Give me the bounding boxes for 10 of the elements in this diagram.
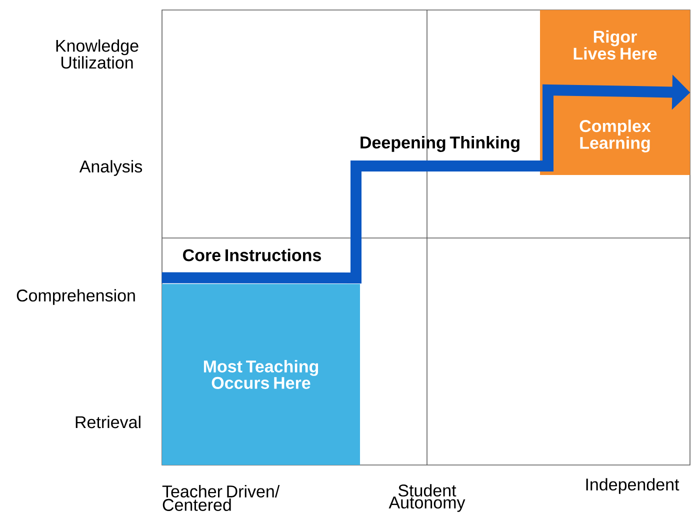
step-label: Core Instructions [183, 248, 321, 262]
axis-label: Student Autonomy [388, 484, 466, 512]
axis-label: Knowledge Utilization [56, 39, 138, 69]
axis-label: Retrieval [76, 416, 140, 428]
highlight-box: Most Teaching Occurs Here [162, 284, 360, 465]
axis-label: Comprehension [16, 289, 135, 305]
axis-label: Analysis [79, 160, 142, 176]
step-label: Deepening Thinking [360, 136, 520, 152]
axis-label: Teacher Driven/ Centered [162, 485, 280, 511]
axis-label: Independent [586, 478, 680, 494]
